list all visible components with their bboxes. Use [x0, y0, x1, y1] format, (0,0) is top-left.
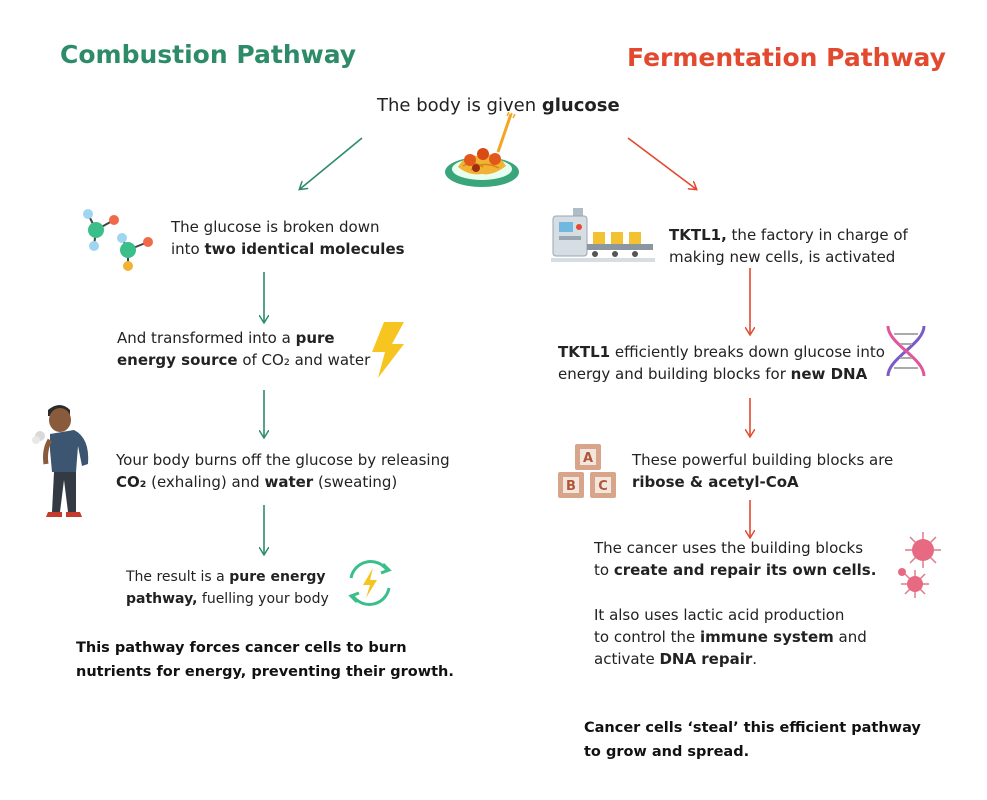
text: to control the: [594, 628, 700, 646]
combustion-conclusion-line-1: This pathway forces cancer cells to burn: [76, 640, 407, 656]
fermentation-title: Fermentation Pathway: [627, 43, 946, 72]
top-statement: The body is given glucose: [377, 95, 620, 116]
block-b-letter: B: [566, 479, 576, 494]
lightning-icon: [372, 322, 404, 378]
top-statement-bold: glucose: [541, 95, 620, 116]
text: .: [752, 650, 758, 668]
factory-conveyor-icon: [551, 208, 655, 262]
text: The result is a: [126, 569, 230, 585]
text: efficiently breaks down glucose into: [610, 343, 885, 361]
bold-text: CO₂: [116, 473, 147, 491]
fermentation-step-1-line-2: making new cells, is activated: [669, 248, 896, 266]
combustion-step-1: The glucose is broken down into two iden…: [171, 216, 405, 260]
fermentation-step-3-line-2: ribose & acetyl-CoA: [632, 471, 893, 493]
combustion-step-1-line-2: into two identical molecules: [171, 238, 405, 260]
block-c-letter: C: [598, 479, 608, 494]
fermentation-step-2: TKTL1 efficiently breaks down glucose in…: [558, 341, 885, 385]
fermentation-step-3-line-1: These powerful building blocks are: [632, 451, 894, 469]
combustion-conclusion: This pathway forces cancer cells to burn…: [76, 636, 454, 684]
text: and: [833, 628, 867, 646]
fermentation-step-5-line-3: activate DNA repair.: [594, 648, 867, 670]
tired-man-icon: [32, 405, 89, 517]
top-statement-text: The body is given: [377, 95, 542, 116]
combustion-step-2-line-2: energy source of CO₂ and water: [117, 349, 370, 371]
fermentation-conclusion-line-2: to grow and spread.: [584, 744, 750, 760]
fermentation-step-1: TKTL1, the factory in charge of making n…: [669, 224, 908, 268]
fermentation-step-2-line-2: energy and building blocks for new DNA: [558, 363, 885, 385]
fermentation-step-1-line-1: TKTL1, the factory in charge of: [669, 224, 908, 246]
bold-text: ribose & acetyl-CoA: [632, 473, 799, 491]
dna-icon: [886, 325, 926, 377]
bold-text: pathway,: [126, 591, 198, 607]
text: (sweating): [313, 473, 398, 491]
bold-text: pure: [295, 329, 335, 347]
bold-text: pure energy: [229, 569, 326, 585]
text: And transformed into a: [117, 329, 296, 347]
text: (exhaling) and: [146, 473, 265, 491]
block-a-letter: A: [583, 451, 593, 466]
text: into: [171, 240, 205, 258]
fermentation-step-4-line-2: to create and repair its own cells.: [594, 559, 876, 581]
bold-text: water: [264, 473, 314, 491]
arrow-top-left: [300, 137, 363, 189]
fermentation-step-5-line-2: to control the immune system and: [594, 626, 867, 648]
energy-cycle-icon: [348, 560, 392, 606]
combustion-step-3: Your body burns off the glucose by relea…: [116, 449, 450, 493]
fermentation-step-5-line-1: It also uses lactic acid production: [594, 606, 845, 624]
bold-text: TKTL1,: [669, 226, 727, 244]
molecule-icon: [83, 209, 153, 271]
bold-text: TKTL1: [558, 343, 611, 361]
spaghetti-plate-icon: [445, 112, 519, 187]
text: energy and building blocks for: [558, 365, 791, 383]
combustion-conclusion-line-2: nutrients for energy, preventing their g…: [76, 664, 454, 680]
combustion-step-4-line-1: The result is a pure energy: [126, 566, 329, 588]
arrow-top-right: [627, 137, 696, 189]
combustion-step-3-line-2: CO₂ (exhaling) and water (sweating): [116, 471, 450, 493]
fermentation-step-4: The cancer uses the building blocks to c…: [594, 537, 876, 581]
fermentation-conclusion-line-1: Cancer cells ‘steal’ this efficient path…: [584, 720, 921, 736]
fermentation-conclusion: Cancer cells ‘steal’ this efficient path…: [584, 716, 921, 764]
abc-blocks-icon: A B C: [558, 444, 616, 498]
combustion-step-4: The result is a pure energy pathway, fue…: [126, 566, 329, 610]
combustion-step-1-line-1: The glucose is broken down: [171, 218, 380, 236]
bold-text: immune system: [699, 628, 834, 646]
bold-text: two identical molecules: [204, 240, 405, 258]
bold-text: create and repair its own cells.: [613, 561, 877, 579]
virus-icon: [898, 532, 941, 598]
text: activate: [594, 650, 660, 668]
bold-text: new DNA: [790, 365, 868, 383]
text: fuelling your body: [197, 591, 329, 607]
bold-text: DNA repair: [659, 650, 753, 668]
fermentation-step-3: These powerful building blocks are ribos…: [632, 449, 893, 493]
fermentation-step-2-line-1: TKTL1 efficiently breaks down glucose in…: [558, 341, 885, 363]
combustion-step-4-line-2: pathway, fuelling your body: [126, 588, 329, 610]
combustion-step-2: And transformed into a pure energy sourc…: [117, 327, 370, 371]
combustion-title: Combustion Pathway: [60, 40, 357, 69]
fermentation-step-4-line-1: The cancer uses the building blocks: [594, 539, 864, 557]
text: the factory in charge of: [726, 226, 908, 244]
bold-text: energy source: [117, 351, 238, 369]
text: to: [594, 561, 614, 579]
fermentation-step-5: It also uses lactic acid production to c…: [594, 604, 867, 670]
combustion-step-2-line-1: And transformed into a pure: [117, 327, 370, 349]
combustion-step-3-line-1: Your body burns off the glucose by relea…: [116, 451, 450, 469]
text: of CO₂ and water: [237, 351, 371, 369]
